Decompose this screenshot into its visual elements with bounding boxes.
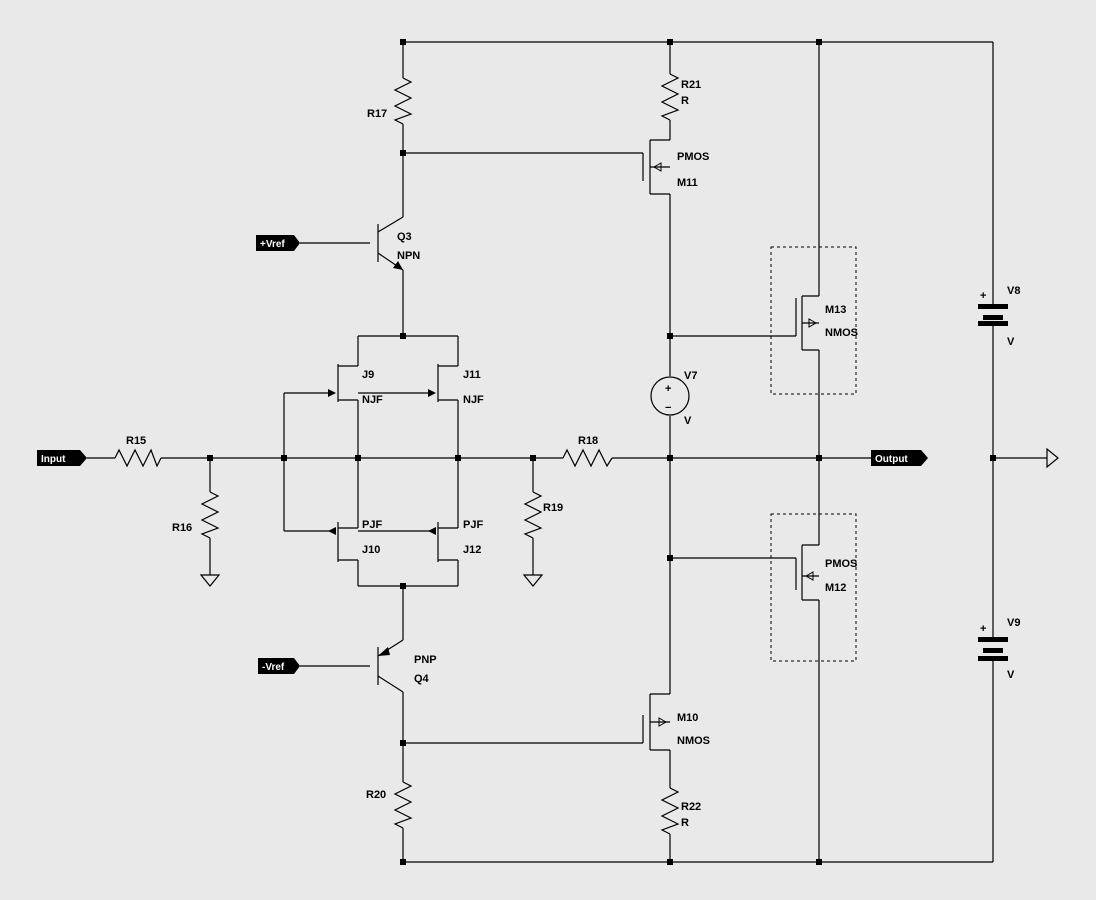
- m13-package-outline: [770, 246, 857, 395]
- v7-plus: +: [665, 383, 671, 395]
- j9-label: J9: [362, 369, 374, 381]
- ground-r19: [522, 574, 544, 587]
- r21-label: R21: [681, 79, 701, 91]
- v7-minus: −: [665, 402, 671, 414]
- port-vref-pos: +Vref: [256, 235, 300, 251]
- battery-v8: + V8 V: [978, 285, 1020, 348]
- resistor-r20: R20: [366, 781, 413, 829]
- j12-model: PJF: [463, 519, 483, 531]
- resistor-r18: R18: [562, 435, 613, 468]
- m11-model: PMOS: [677, 151, 709, 163]
- v8-label: V8: [1007, 285, 1020, 297]
- mosfet-m13: M13 NMOS: [770, 246, 858, 395]
- v7-label: V7: [684, 370, 697, 382]
- port-input: Input: [37, 450, 87, 466]
- j9-model: NJF: [362, 394, 383, 406]
- j11-label: J11: [463, 369, 481, 381]
- port-vref-pos-label: +Vref: [260, 239, 285, 250]
- r17-label: R17: [367, 108, 387, 120]
- source-v7: + − V7 V: [650, 370, 697, 427]
- ground-right: [1046, 447, 1059, 469]
- junction-dots: [207, 39, 996, 865]
- m12-model: PMOS: [825, 558, 857, 570]
- port-output-label: Output: [875, 454, 908, 465]
- r16-label: R16: [172, 522, 192, 534]
- v7-value: V: [684, 415, 692, 427]
- transistor-q3: Q3 NPN: [377, 224, 420, 270]
- jfet-j12: PJF J12: [428, 519, 483, 562]
- mosfet-m12: PMOS M12: [770, 513, 857, 662]
- q4-model: PNP: [414, 654, 437, 666]
- ground-r16: [199, 574, 221, 587]
- m10-label: M10: [677, 712, 698, 724]
- resistor-r17: R17: [367, 77, 413, 125]
- jfet-j11: J11 NJF: [428, 364, 484, 406]
- j10-label: J10: [362, 544, 380, 556]
- r19-label: R19: [543, 502, 563, 514]
- transistor-q4: PNP Q4: [377, 647, 437, 685]
- m12-package-outline: [770, 513, 857, 662]
- resistor-r22: R22 R: [660, 787, 701, 835]
- j12-label: J12: [463, 544, 481, 556]
- resistor-r15: R15: [114, 435, 162, 468]
- mosfet-m10: M10 NMOS: [642, 693, 710, 751]
- resistor-r21: R21 R: [660, 73, 701, 121]
- r15-label: R15: [126, 435, 146, 447]
- m12-label: M12: [825, 582, 846, 594]
- v8-value: V: [1007, 336, 1015, 348]
- j10-model: PJF: [362, 519, 382, 531]
- r20-label: R20: [366, 789, 386, 801]
- resistor-r16: R16: [172, 491, 220, 539]
- v8-plus: +: [980, 290, 986, 302]
- r21-value: R: [681, 95, 689, 107]
- q3-label: Q3: [397, 231, 412, 243]
- port-vref-neg: -Vref: [258, 658, 300, 674]
- jfet-j9: J9 NJF: [328, 364, 383, 406]
- q4-label: Q4: [414, 673, 430, 685]
- v9-plus: +: [980, 623, 986, 635]
- m10-model: NMOS: [677, 735, 710, 747]
- jfet-j10: PJF J10: [328, 519, 382, 562]
- r18-label: R18: [578, 435, 598, 447]
- m13-label: M13: [825, 304, 846, 316]
- port-output: Output: [871, 450, 928, 466]
- m13-model: NMOS: [825, 327, 858, 339]
- q3-model: NPN: [397, 250, 420, 262]
- port-input-label: Input: [41, 454, 66, 465]
- v9-value: V: [1007, 669, 1015, 681]
- resistor-r19: R19: [523, 491, 563, 539]
- m11-label: M11: [677, 177, 698, 189]
- battery-v9: + V9 V: [978, 617, 1020, 681]
- v9-label: V9: [1007, 617, 1020, 629]
- j11-model: NJF: [463, 394, 484, 406]
- port-vref-neg-label: -Vref: [262, 662, 285, 673]
- wires: [87, 41, 1047, 863]
- r22-label: R22: [681, 801, 701, 813]
- r22-value: R: [681, 817, 689, 829]
- mosfet-m11: PMOS M11: [642, 139, 709, 195]
